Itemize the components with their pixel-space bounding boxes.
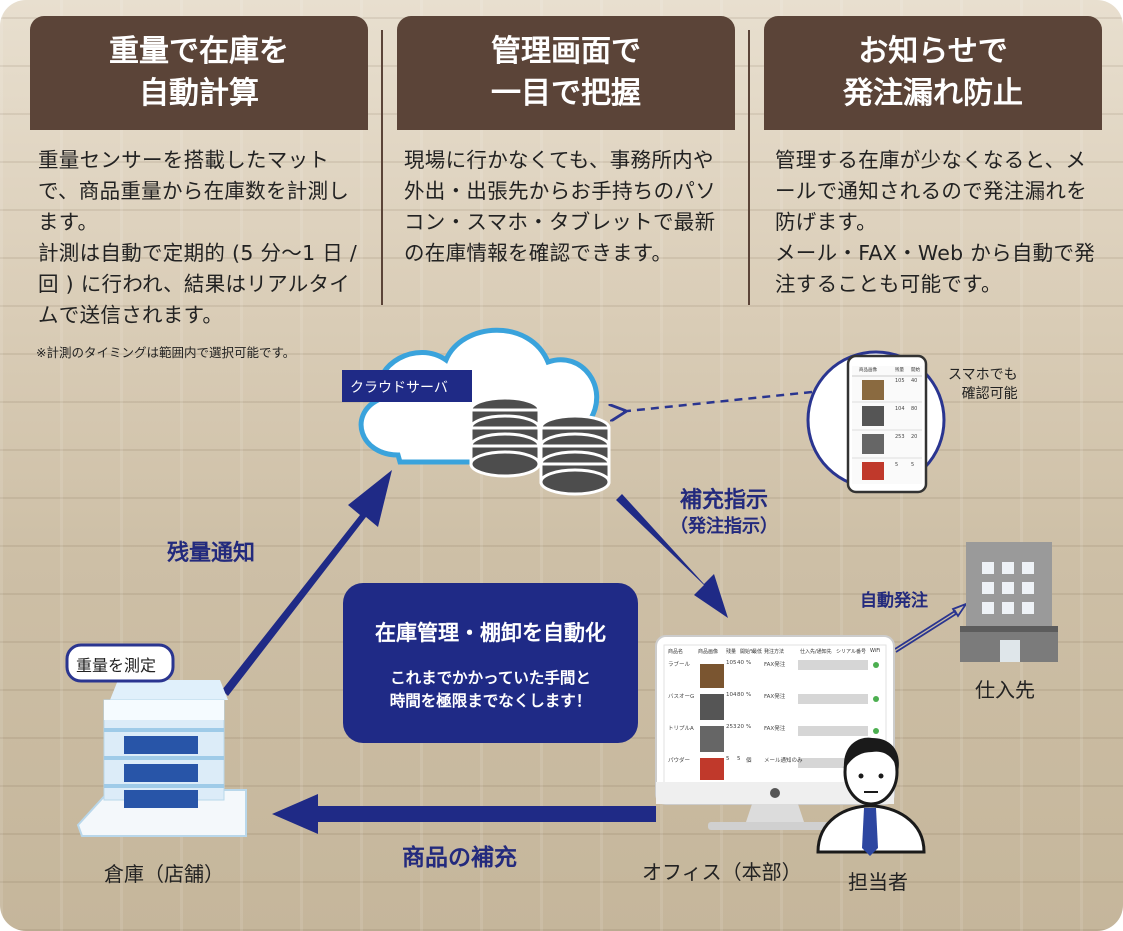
screen-header-cell: WiFi (870, 648, 881, 654)
measure-badge (65, 643, 175, 683)
phone-header-cell: 残量 (895, 368, 904, 373)
screen-cell-unit: % (746, 724, 752, 730)
weight-mat-icon (76, 680, 247, 837)
replenish-instruction-label: 補充指示 (680, 488, 769, 513)
center-title: 在庫管理・棚卸を自動化 (375, 621, 606, 645)
phone-cell-pct: 80 (911, 406, 918, 412)
cloud-label-box (342, 370, 472, 402)
screen-cell-method: FAX発注 (764, 726, 786, 732)
screen-cell-name: ラブール (668, 662, 691, 668)
header-dashboard: 管理画面で 一目で把握 (397, 16, 735, 130)
phone-screen (852, 366, 922, 484)
arrow-auto-order (894, 602, 969, 653)
office-caption: オフィス（本部） (642, 860, 802, 884)
screen-cell-qty: 253 (726, 724, 737, 730)
person-icon (816, 737, 926, 856)
phone-cell-pct: 5 (911, 462, 915, 468)
supplier-caption: 仕入先 (975, 678, 1035, 702)
column-divider (381, 30, 383, 305)
screen-cell-pct: 40 (737, 660, 744, 666)
description-dashboard: 現場に行かなくても、事務所内や外出・出張先からお手持ちのパソコン・スマホ・タブレ… (404, 148, 716, 265)
phone-caption: スマホでも 確認可能 (948, 367, 1018, 402)
phone-cell-qty: 105 (895, 378, 905, 384)
arrow-replenish-order (616, 494, 728, 618)
timing-note: ※計測のタイミングは範囲内で選択可能です。 (36, 345, 296, 360)
monitor-stand (746, 804, 804, 822)
phone-cell-pct: 20 (911, 434, 918, 440)
screen-header-cell: 残量 (726, 649, 737, 655)
screen-cell-method: メール通知のみ (764, 758, 803, 764)
screen-header-cell: 発注方法 (764, 649, 785, 655)
screen-cell-pct: 5 (737, 756, 741, 762)
screen-header-cell: 最低 (752, 649, 763, 655)
phone-cell-qty: 104 (895, 406, 905, 412)
database-icon (539, 414, 611, 496)
screen-header-cell: 開始% (740, 649, 755, 655)
screen-cell-unit: % (746, 692, 752, 698)
center-body: これまでかかっていた手間と 時間を極限までなくします！ (389, 669, 592, 710)
header-title: 重量で在庫を 自動計算 (109, 34, 289, 111)
monitor-button (770, 788, 780, 798)
person-caption: 担当者 (848, 870, 908, 894)
database-icon (469, 396, 541, 478)
screen-header-cell: 商品名 (668, 649, 684, 655)
header-notification: お知らせで 発注漏れ防止 (764, 16, 1102, 130)
arrow-remaining-notify (222, 470, 392, 696)
screen-cell-name: パウダー (668, 758, 691, 764)
screen-cell-pct: 80 (737, 692, 744, 698)
arrow-restock (272, 794, 656, 834)
screen-cell-unit: % (746, 660, 752, 666)
screen-cell-qty: 5 (726, 756, 730, 762)
description-auto-calc: 重量センサーを搭載したマットで、商品重量から在庫数を計測します。 計測は自動で定… (38, 148, 358, 327)
header-title: 管理画面で 一目で把握 (491, 34, 641, 111)
remaining-notification-label: 残量通知 (167, 541, 256, 566)
header-title: お知らせで 発注漏れ防止 (843, 34, 1023, 111)
cloud-server-label: クラウドサーバ (350, 380, 448, 396)
phone-cell-pct: 40 (911, 378, 918, 384)
screen-cell-name: トリプルA (668, 726, 694, 732)
warehouse-caption: 倉庫（店舗） (104, 862, 224, 886)
center-panel: 在庫管理・棚卸を自動化 これまでかかっていた手間と 時間を極限までなくします！ (343, 583, 638, 743)
order-instruction-label: （発注指示） (670, 516, 778, 537)
phone-cell-qty: 253 (895, 434, 905, 440)
screen-cell-qty: 104 (726, 692, 737, 698)
screen-cell-method: FAX発注 (764, 662, 786, 668)
header-auto-calc: 重量で在庫を 自動計算 (30, 16, 368, 130)
description-notification: 管理する在庫が少なくなると、メールで通知されるので発注漏れを防げます。 メール・… (775, 148, 1096, 296)
phone-cell-qty: 5 (895, 462, 899, 468)
screen-cell-qty: 105 (726, 660, 737, 666)
building-icon (960, 542, 1058, 662)
screen-cell-name: バスオーG (668, 694, 695, 700)
phone-header-cell: 開始 (911, 368, 920, 373)
screen-cell-unit: 個 (746, 758, 752, 764)
screen-header-cell: 商品画像 (698, 649, 719, 655)
screen-cell-pct: 20 (737, 724, 744, 730)
screen-thumbnails (700, 660, 879, 780)
measure-weight-label: 重量を測定 (76, 656, 157, 675)
column-divider (748, 30, 750, 305)
screen-cell-method: FAX発注 (764, 694, 786, 700)
screen-header-cell: 仕入先/通知先 (800, 649, 832, 655)
restock-label: 商品の補充 (402, 845, 517, 871)
screen-header-cell: シリアル番号 (836, 649, 866, 655)
auto-order-label: 自動発注 (860, 591, 928, 611)
phone-header-cell: 商品画像 (859, 368, 877, 373)
arrow-phone-sync (618, 390, 813, 412)
